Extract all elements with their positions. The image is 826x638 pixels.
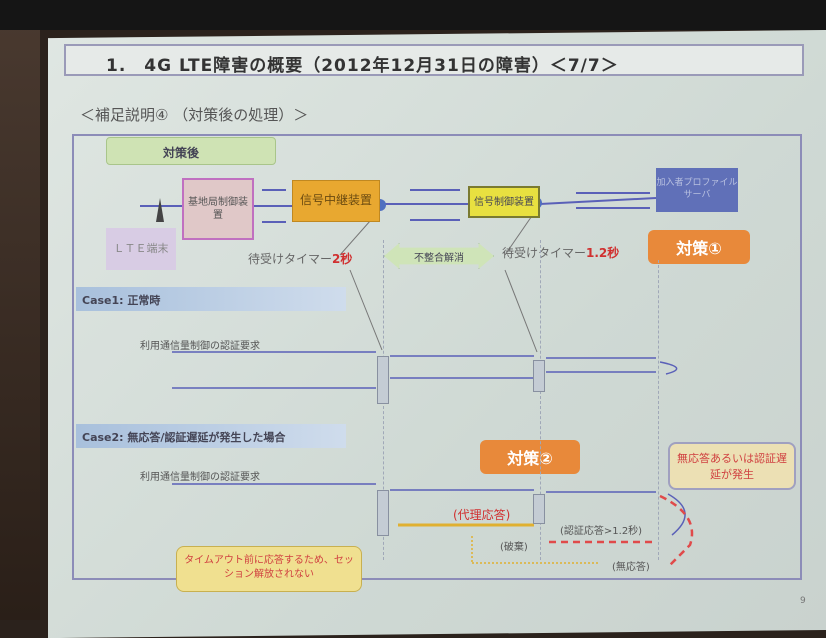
page-number: 9 bbox=[800, 596, 806, 606]
timeout-note: タイムアウト前に応答するため、セッション解放されない bbox=[176, 546, 362, 592]
slide-title: 1. 4G LTE障害の概要（2012年12月31日の障害）＜7/7＞ bbox=[64, 44, 804, 76]
signal-relay-device: 信号中継装置 bbox=[292, 180, 380, 222]
measure-1-callout: 対策① bbox=[648, 230, 750, 264]
room-wall bbox=[0, 0, 40, 620]
diagram-lines bbox=[140, 189, 694, 566]
antenna-icon bbox=[156, 198, 164, 222]
lte-terminal-line1: ＬＴＥ bbox=[113, 241, 147, 255]
relay-activation bbox=[377, 356, 389, 404]
case1-label: Case1: 正常時 bbox=[76, 287, 346, 311]
timer-right: 待受けタイマー1.2秒 bbox=[502, 244, 619, 261]
discard-label: (破棄) bbox=[500, 542, 528, 553]
relay-activation-case2 bbox=[377, 490, 389, 536]
timer-left-value: 2秒 bbox=[332, 252, 353, 266]
proxy-response-label: (代理応答) bbox=[453, 508, 511, 522]
controller-activation bbox=[533, 360, 545, 392]
auth-request-label-case2: 利用通信量制御の認証要求 bbox=[140, 472, 260, 483]
auth-response-delay-label: (認証応答>1.2秒) bbox=[560, 526, 643, 537]
subscriber-profile-server: 加入者プロファイルサーバ bbox=[656, 168, 738, 212]
lte-terminal-line2: 端末 bbox=[146, 241, 169, 255]
measure-2-callout: 対策② bbox=[480, 440, 580, 474]
server-lifeline bbox=[658, 260, 659, 560]
diagram-frame bbox=[72, 134, 802, 580]
section-label: 対策後 bbox=[106, 137, 276, 165]
auth-request-label-case1: 利用通信量制御の認証要求 bbox=[140, 341, 260, 352]
timer-left: 待受けタイマー2秒 bbox=[248, 250, 352, 267]
controller-activation-case2 bbox=[533, 494, 545, 524]
timer-right-value: 1.2秒 bbox=[586, 246, 620, 260]
slide-subtitle: ＜補足説明④ （対策後の処理）＞ bbox=[80, 106, 309, 124]
controller-lifeline bbox=[540, 240, 541, 560]
timer-left-label: 待受けタイマー bbox=[248, 252, 333, 266]
case2-label: Case2: 無応答/認証遅延が発生した場合 bbox=[76, 424, 346, 448]
no-response-label: (無応答) bbox=[612, 562, 650, 573]
screen-top-bar bbox=[0, 0, 826, 30]
delay-note: 無応答あるいは認証遅延が発生 bbox=[668, 442, 796, 490]
timer-right-label: 待受けタイマー bbox=[502, 246, 587, 260]
base-station-controller: 基地局制御装置 bbox=[182, 178, 254, 240]
signal-control-device: 信号制御装置 bbox=[468, 186, 540, 218]
